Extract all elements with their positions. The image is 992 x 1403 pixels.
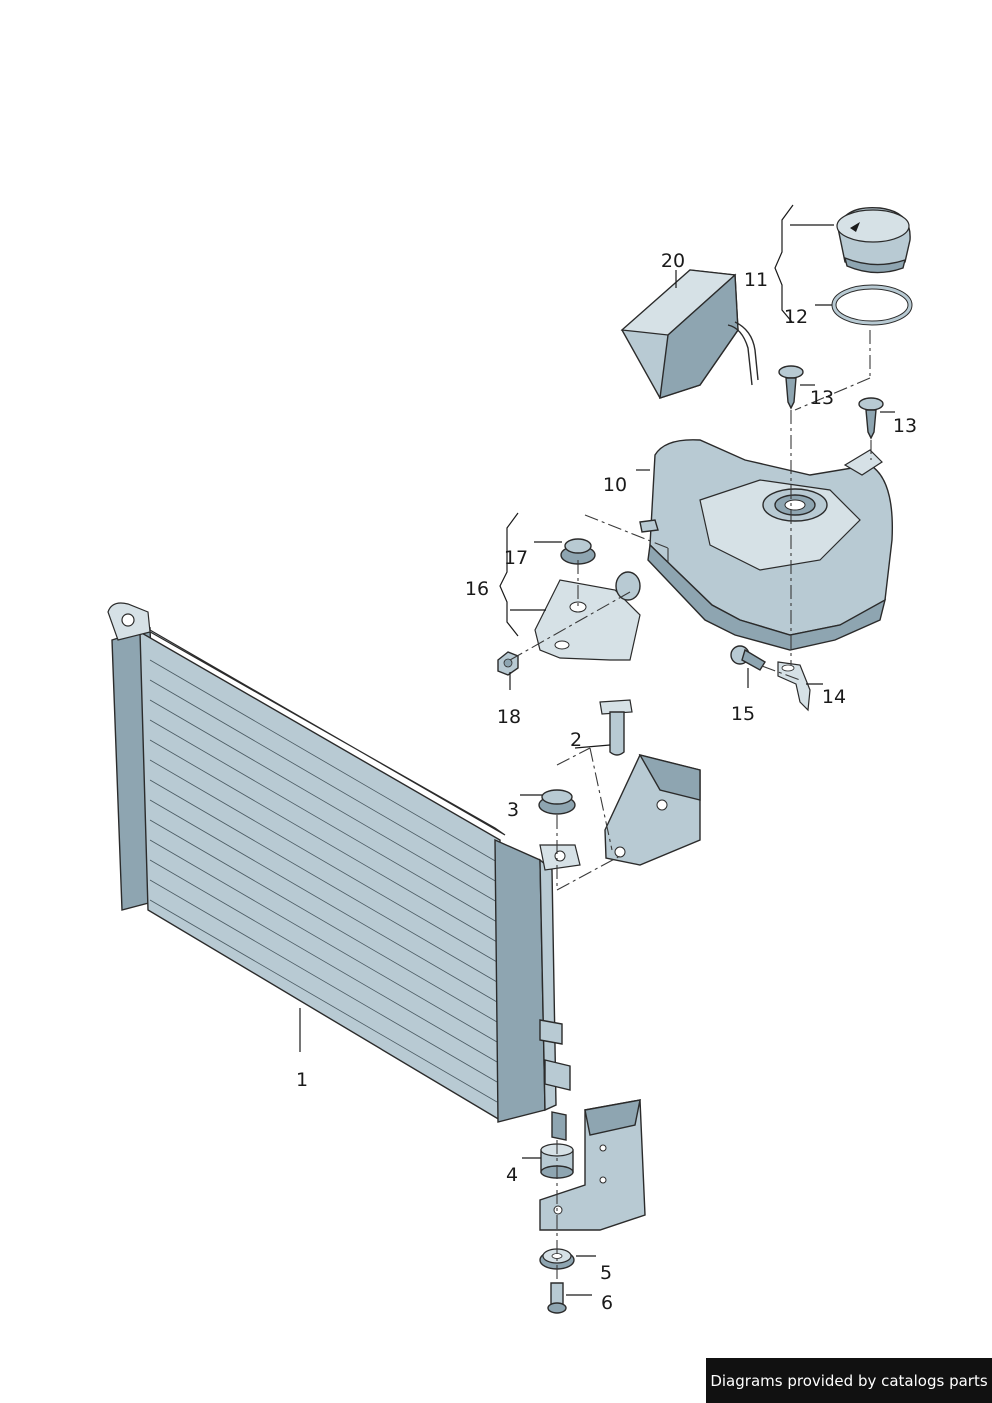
upper-body-bracket [604,753,701,866]
label-14: 14 [822,686,846,708]
bolt-lower [547,1282,567,1314]
label-5: 5 [600,1262,612,1284]
grommet-17 [560,538,596,565]
radiator [107,602,571,1141]
label-16: 16 [465,578,489,600]
callout-numbers: 1 2 3 4 5 6 10 11 12 13 13 14 15 16 17 1… [296,250,917,1314]
label-6: 6 [601,1292,613,1314]
bolt-15 [730,645,766,671]
label-3: 3 [507,799,519,821]
label-18: 18 [497,706,521,728]
label-4: 4 [506,1164,518,1186]
screw-13-right [858,397,884,440]
label-13-left: 13 [810,387,834,409]
label-10: 10 [603,474,627,496]
leader-lines [299,204,895,1296]
seal-ring [831,284,913,326]
tank-side-bracket [534,571,641,661]
label-20: 20 [661,250,685,272]
assembly-lines [509,330,872,1283]
coolant-canister [620,269,759,400]
attribution-text: Diagrams provided by catalogs parts [710,1371,988,1390]
label-2: 2 [570,729,582,751]
grommet-upper [538,789,576,815]
label-11: 11 [744,269,768,291]
label-1: 1 [296,1069,308,1091]
tank-lower-bracket [777,661,811,712]
label-13-right: 13 [893,415,917,437]
guide-pin [599,699,633,756]
upper-mount-plate [539,844,581,871]
lower-body-bracket [539,1099,646,1231]
filler-cap [836,206,911,274]
screw-13-left [778,365,804,410]
label-15: 15 [731,703,755,725]
attribution-banner: Diagrams provided by catalogs parts [706,1358,992,1403]
expansion-tank [639,439,894,651]
label-17: 17 [504,547,528,569]
nut-18 [497,651,519,676]
radiator-fins [149,659,498,1103]
label-12: 12 [784,306,808,328]
